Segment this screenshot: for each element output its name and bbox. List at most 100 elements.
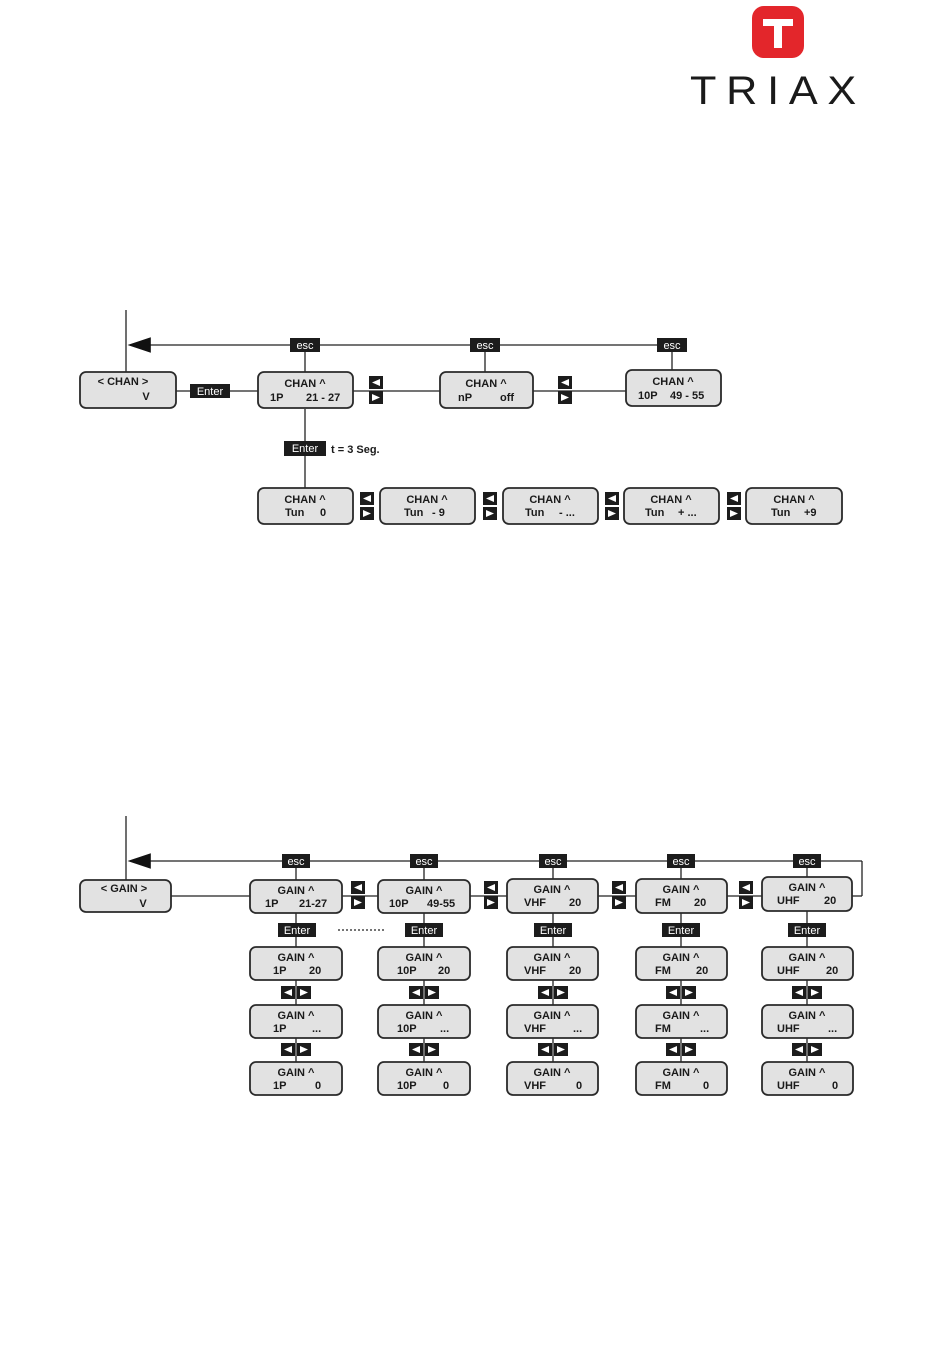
enter-tag[interactable]: Enter (788, 923, 826, 937)
tune-box-minus-9[interactable]: CHAN ^ Tun - 9 (379, 487, 476, 525)
svg-text:UHF: UHF (777, 1080, 800, 1092)
logo-t-icon (763, 19, 793, 48)
svg-text:GAIN ^: GAIN ^ (406, 952, 444, 964)
svg-text:GAIN ^: GAIN ^ (789, 952, 827, 964)
left-right-arrow-icon[interactable] (484, 881, 498, 909)
enter-tag[interactable]: Enter (405, 923, 443, 937)
svg-text:CHAN ^: CHAN ^ (284, 378, 326, 390)
left-right-arrow-icon[interactable] (538, 986, 568, 999)
esc-tag[interactable]: esc (410, 854, 438, 868)
esc-tag[interactable]: esc (667, 854, 695, 868)
svg-text:esc: esc (663, 340, 681, 352)
left-right-arrow-icon[interactable] (739, 881, 753, 909)
left-right-arrow-icon[interactable] (538, 1043, 568, 1056)
tune-box-plus-more[interactable]: CHAN ^ Tun + ... (623, 487, 720, 525)
left-right-arrow-icon[interactable] (409, 986, 439, 999)
left-right-arrow-icon[interactable] (369, 376, 383, 404)
svg-text:FM: FM (655, 1023, 671, 1035)
tune-box-plus-9[interactable]: CHAN ^ Tun +9 (745, 487, 843, 525)
enter-tag[interactable]: Enter (284, 441, 326, 456)
logo-wordmark: TRIAX (690, 69, 866, 113)
esc-tag[interactable]: esc (793, 854, 821, 868)
enter-tag[interactable]: Enter (278, 923, 316, 937)
tune-box-0[interactable]: CHAN ^ Tun 0 (257, 487, 354, 525)
left-right-arrow-icon[interactable] (727, 492, 741, 520)
enter-tag[interactable]: Enter (662, 923, 700, 937)
svg-text:GAIN ^: GAIN ^ (278, 1067, 316, 1079)
svg-text:GAIN ^: GAIN ^ (534, 952, 572, 964)
chan-entry-box[interactable]: < CHAN > V (79, 371, 177, 409)
gain-level-box[interactable]: GAIN ^1P... (249, 1004, 343, 1039)
svg-text:Tun: Tun (645, 507, 665, 519)
gain-level-box[interactable]: GAIN ^FM... (635, 1004, 728, 1039)
svg-text:- 9: - 9 (432, 507, 445, 519)
svg-text:Enter: Enter (540, 925, 567, 937)
svg-text:GAIN ^: GAIN ^ (789, 882, 827, 894)
left-right-arrow-icon[interactable] (281, 986, 311, 999)
left-right-arrow-icon[interactable] (792, 986, 822, 999)
gain-level-box[interactable]: GAIN ^UHF... (761, 1004, 854, 1039)
svg-text:GAIN ^: GAIN ^ (406, 1010, 444, 1022)
svg-text:CHAN ^: CHAN ^ (406, 494, 448, 506)
left-right-arrow-icon[interactable] (409, 1043, 439, 1056)
svg-text:UHF: UHF (777, 895, 800, 907)
svg-text:CHAN ^: CHAN ^ (529, 494, 571, 506)
svg-text:21-27: 21-27 (299, 898, 327, 910)
left-right-arrow-icon[interactable] (351, 881, 365, 909)
enter-tag[interactable]: Enter (534, 923, 572, 937)
svg-text:Enter: Enter (284, 925, 311, 937)
left-right-arrow-icon[interactable] (360, 492, 374, 520)
svg-text:VHF: VHF (524, 965, 546, 977)
left-right-arrow-icon[interactable] (605, 492, 619, 520)
left-right-arrow-icon[interactable] (483, 492, 497, 520)
gain-entry-box[interactable]: < GAIN > V (79, 879, 172, 913)
svg-text:20: 20 (569, 897, 581, 909)
left-right-arrow-icon[interactable] (792, 1043, 822, 1056)
chan-box-10p[interactable]: CHAN ^ 10P 49 - 55 (625, 369, 722, 407)
svg-text:off: off (500, 392, 514, 404)
svg-text:Enter: Enter (794, 925, 821, 937)
svg-text:- ...: - ... (559, 507, 575, 519)
svg-text:GAIN ^: GAIN ^ (534, 1010, 572, 1022)
esc-tag[interactable]: esc (470, 338, 500, 352)
left-right-arrow-icon[interactable] (666, 986, 696, 999)
svg-text:...: ... (700, 1023, 709, 1035)
esc-tag[interactable]: esc (282, 854, 310, 868)
svg-text:esc: esc (798, 856, 816, 868)
left-right-arrow-icon[interactable] (612, 881, 626, 909)
esc-tag[interactable]: esc (290, 338, 320, 352)
chan-box-1p[interactable]: CHAN ^ 1P 21 - 27 (257, 371, 354, 409)
esc-tag[interactable]: esc (539, 854, 567, 868)
left-right-arrow-icon[interactable] (666, 1043, 696, 1056)
gain-level-box[interactable]: GAIN ^VHF... (506, 1004, 599, 1039)
gain-level-box[interactable]: GAIN ^10P... (377, 1004, 471, 1039)
chan-menu-diagram: esc esc esc < CHAN > V Enter CHAN ^ 1P 2… (79, 310, 843, 525)
svg-text:...: ... (440, 1023, 449, 1035)
svg-text:Enter: Enter (292, 443, 319, 455)
svg-text:0: 0 (832, 1080, 838, 1092)
left-right-arrow-icon[interactable] (281, 1043, 311, 1056)
svg-text:1P: 1P (273, 1080, 286, 1092)
enter-tag[interactable]: Enter (190, 384, 230, 398)
chan-box-np[interactable]: CHAN ^ nP off (439, 371, 534, 409)
tune-box-minus-more[interactable]: CHAN ^ Tun - ... (502, 487, 599, 525)
svg-text:CHAN ^: CHAN ^ (465, 378, 507, 390)
left-right-arrow-icon[interactable] (558, 376, 572, 404)
esc-tag[interactable]: esc (657, 338, 687, 352)
